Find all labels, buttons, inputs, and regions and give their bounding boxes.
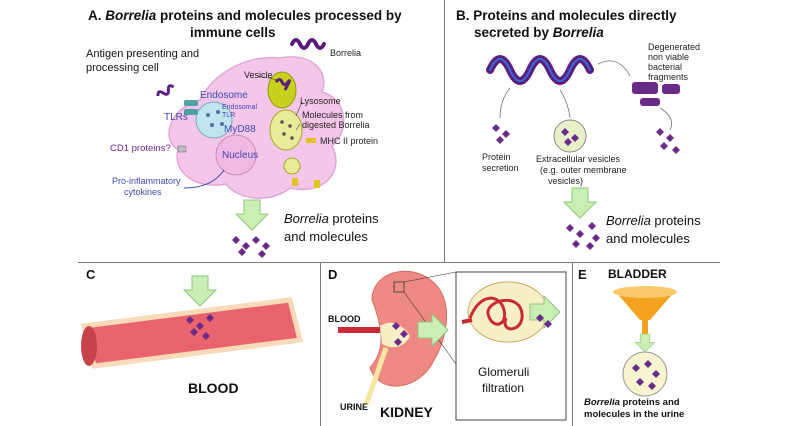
degenerated-label-3: bacterial [648, 62, 683, 72]
panel-a-title-line2: immune cells [190, 25, 276, 40]
filtration-label-2: filtration [482, 381, 525, 395]
arrow-c [183, 275, 217, 307]
panel-a-output-2: and molecules [284, 229, 368, 244]
endosomal-tlr-label-1: Endosomal [222, 104, 258, 111]
panel-b-title-1: B. Proteins and molecules directly [456, 8, 677, 23]
cd1-label: CD1 proteins? [110, 143, 171, 154]
molecules-b [566, 222, 600, 250]
ev-label-3: vesicles) [548, 176, 584, 186]
cytokines-label-1: Pro-inflammatory [112, 176, 181, 186]
panel-d-kidney: KIDNEY [380, 404, 433, 420]
degenerated-label-1: Degenerated [648, 42, 701, 52]
panel-e-output-2: molecules in the urine [584, 409, 685, 420]
arrow-e [635, 333, 655, 353]
cell-label-line2: processing cell [86, 62, 159, 74]
arrow-a [235, 199, 269, 231]
divider-d-e [572, 262, 573, 426]
panel-d-blood: BLOOD [328, 314, 361, 324]
panel-d-urine: URINE [340, 402, 369, 412]
urine-sample [622, 351, 668, 397]
panel-b-output-2: and molecules [606, 231, 690, 246]
filtration-label-1: Glomeruli [478, 365, 530, 379]
borrelia-free [290, 38, 326, 50]
panel-b-title-2: secreted by Borrelia [474, 25, 604, 40]
divider-c-d [320, 262, 321, 426]
degenerated-label-4: fragments [648, 72, 689, 82]
glomerulus-capillaries [468, 296, 524, 331]
panel-c-blood: BLOOD [188, 380, 239, 396]
protein-secretion-2: secretion [482, 163, 519, 173]
myd88-label: MyD88 [224, 124, 256, 135]
mhc-label: MHC II protein [320, 136, 379, 146]
lysosome-label: Lysosome [300, 96, 341, 106]
borrelia-spirochete [486, 55, 594, 85]
lysosome [269, 109, 303, 151]
nucleus [215, 134, 257, 176]
endosomal-tlr-label-2: TLR [222, 112, 236, 119]
cytokines-label-2: cytokines [124, 187, 162, 197]
tlrs-label: TLRs [164, 112, 188, 123]
mhc-vesicle [283, 157, 301, 175]
panel-e-output-1: Borrelia proteins and [584, 397, 680, 408]
ev-label-2: (e.g. outer membrane [540, 165, 627, 175]
degenerated-label-2: non viable [648, 52, 690, 62]
bladder [613, 286, 677, 334]
ev-label-1: Extracellular vesicles [536, 154, 621, 164]
panel-d-letter: D [328, 267, 338, 282]
divider-horizontal [78, 262, 720, 263]
kidney-zoom-box [393, 281, 405, 293]
panel-a-output-1: Borrelia proteins [284, 211, 379, 226]
borrelia-label: Borrelia [330, 48, 362, 58]
nucleus-label: Nucleus [222, 150, 259, 161]
digested-label-2: digested Borrelia [302, 120, 370, 130]
cd1-protein-icon [177, 145, 187, 153]
endosome [195, 101, 233, 139]
digested-label-1: Molecules from [302, 110, 364, 120]
arrow-b [563, 187, 597, 219]
panel-e-bladder: BLADDER [608, 267, 667, 281]
divider-vertical-top [444, 0, 445, 262]
protein-secretion-1: Protein [482, 152, 511, 162]
endosome-label: Endosome [200, 90, 248, 101]
extracellular-vesicle [553, 119, 587, 153]
vesicle-label: Vesicle [244, 70, 273, 80]
panel-a-title: A. Borrelia proteins and molecules proce… [88, 8, 402, 23]
panel-e-letter: E [578, 267, 587, 282]
secreted-proteins [492, 124, 510, 144]
panel-c-letter: C [86, 267, 96, 282]
kidney [369, 270, 447, 387]
antigen-presenting-cell [168, 56, 345, 199]
cell-label-line1: Antigen presenting and [86, 48, 200, 60]
molecules-a [232, 236, 270, 258]
ureter [363, 347, 389, 405]
tlr-receptor-icon [184, 100, 198, 106]
panel-b-output-1: Borrelia proteins [606, 213, 701, 228]
blood-vessel [80, 297, 304, 369]
bacterial-fragments [632, 82, 680, 106]
fragment-molecules [656, 128, 680, 154]
